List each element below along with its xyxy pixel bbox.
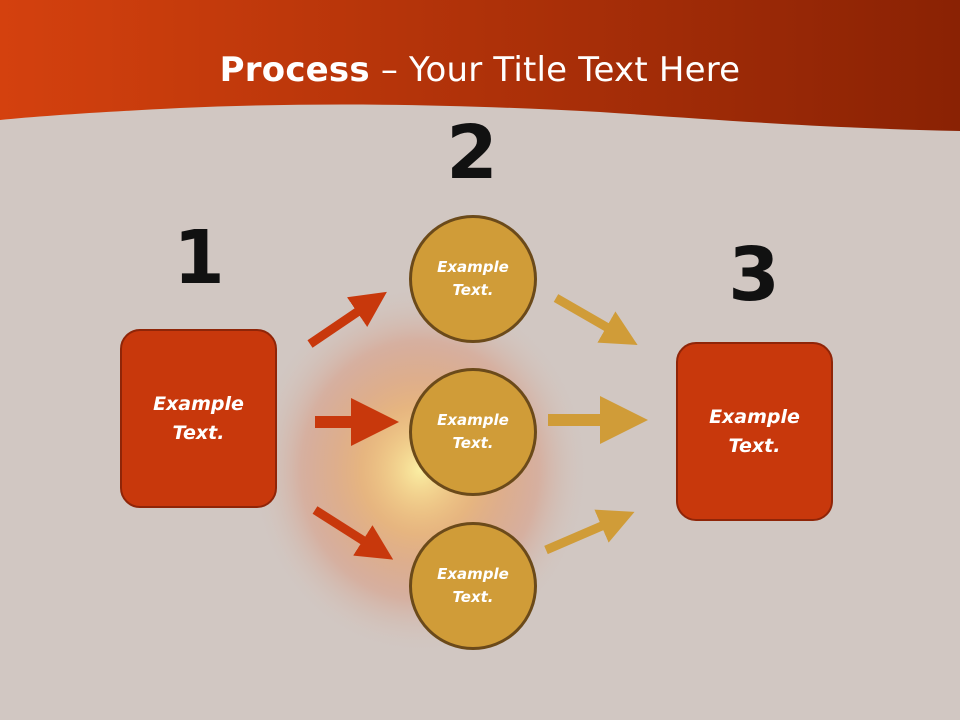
step-2-circle-bottom-text: Example Text. bbox=[437, 565, 509, 606]
title-bold: Process bbox=[219, 50, 370, 90]
step-1-number: 1 bbox=[173, 215, 225, 301]
step-3-text: Example Text. bbox=[709, 405, 800, 457]
step-2-circle-middle-text: Example Text. bbox=[437, 411, 509, 452]
arrow-1-to-top bbox=[307, 291, 387, 348]
step-2-circle-top: Example Text. bbox=[409, 215, 537, 343]
step-2-number: 2 bbox=[446, 110, 498, 196]
slide-title: Process – Your Title Text Here bbox=[0, 50, 960, 90]
arrow-1-to-bottom bbox=[312, 506, 394, 560]
title-rest: Your Title Text Here bbox=[409, 50, 741, 90]
step-3-number: 3 bbox=[728, 232, 780, 318]
step-1-text: Example Text. bbox=[153, 392, 244, 444]
step-2-circle-middle: Example Text. bbox=[409, 368, 537, 496]
arrow-top-to-3 bbox=[553, 294, 638, 345]
step-1-box: Example Text. bbox=[120, 329, 277, 508]
arrow-bottom-to-3 bbox=[544, 509, 635, 555]
step-2-circle-top-text: Example Text. bbox=[437, 258, 509, 299]
step-3-box: Example Text. bbox=[676, 342, 833, 521]
step-2-circle-bottom: Example Text. bbox=[409, 522, 537, 650]
header-banner bbox=[0, 0, 960, 131]
title-separator: – bbox=[369, 50, 410, 90]
